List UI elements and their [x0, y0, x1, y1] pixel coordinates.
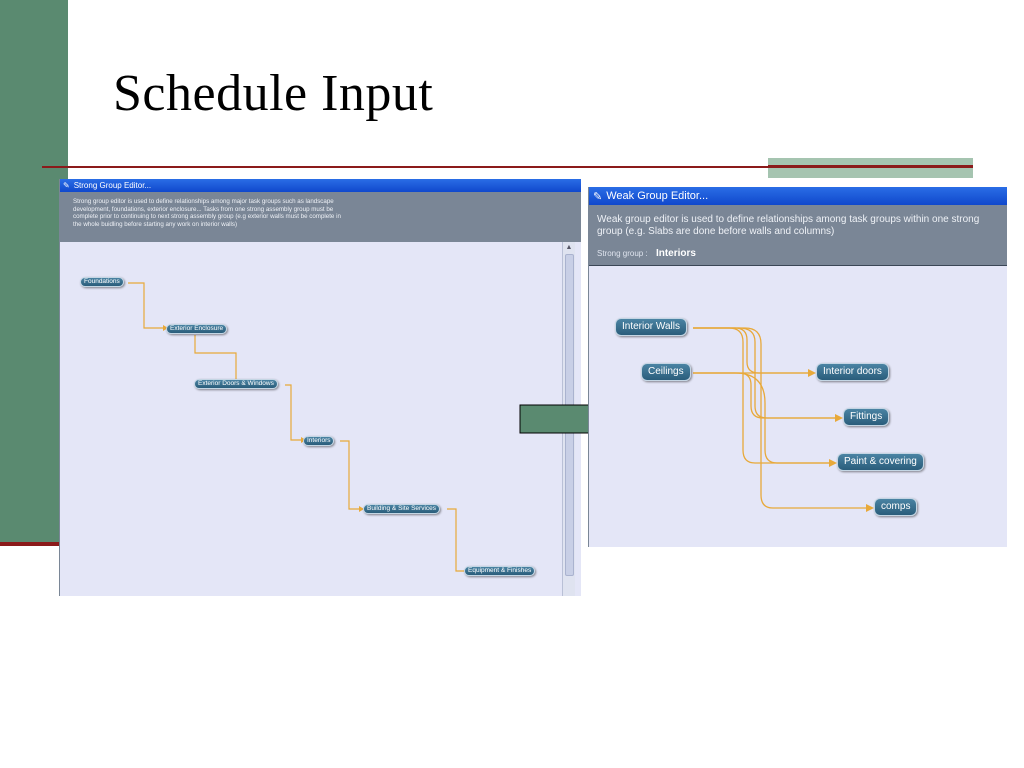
- strong-group-label: Strong group :: [597, 249, 648, 258]
- connector-line: [693, 327, 868, 509]
- connector-line: [693, 327, 810, 374]
- connector-line: [194, 335, 237, 379]
- strong-group-editor-window: ✎ Strong Group Editor... Strong group ed…: [59, 179, 581, 596]
- connector-line: [285, 384, 301, 441]
- node-interior-walls[interactable]: Interior Walls: [615, 318, 687, 336]
- node-equipment-finishes[interactable]: Equipment & Finishes: [464, 566, 536, 576]
- strong-desc-line: complete prior to continuing to next str…: [73, 213, 341, 221]
- strong-editor-title: Strong Group Editor...: [73, 181, 152, 190]
- strong-connectors: [128, 282, 470, 574]
- node-comps[interactable]: comps: [874, 498, 918, 516]
- node-interior-doors[interactable]: Interior doors: [816, 363, 889, 381]
- strong-editor-titlebar[interactable]: ✎ Strong Group Editor...: [60, 179, 581, 192]
- node-building-site-services[interactable]: Building & Site Services: [363, 504, 441, 514]
- weak-editor-titlebar[interactable]: ✎ Weak Group Editor...: [589, 187, 1007, 205]
- strong-desc-line: Strong group editor is used to define re…: [73, 198, 334, 205]
- connector-arrowhead: [866, 504, 874, 512]
- weak-editor-canvas[interactable]: Interior Walls Ceilings Interior doors F…: [589, 265, 1007, 547]
- node-paint-covering[interactable]: Paint & covering: [837, 453, 924, 471]
- weak-desc-line: Weak group editor is used to define rela…: [597, 214, 980, 225]
- connector-arrowhead: [359, 506, 364, 512]
- weak-group-editor-window: ✎ Weak Group Editor... Weak group editor…: [588, 187, 1007, 547]
- title-rule-accent: [768, 158, 973, 178]
- connector-arrowhead: [829, 459, 837, 467]
- strong-desc-line: development, foundations, exterior enclo…: [73, 205, 334, 213]
- node-foundations[interactable]: Foundations: [80, 277, 124, 287]
- weak-editor-description: Weak group editor is used to define rela…: [589, 205, 1007, 265]
- weak-connectors: [693, 327, 874, 512]
- strong-group-indicator: Strong group : Interiors: [597, 248, 696, 260]
- node-interiors[interactable]: Interiors: [303, 436, 335, 446]
- slide-band-line: [0, 542, 68, 546]
- weak-editor-title: Weak Group Editor...: [606, 190, 709, 202]
- weak-desc-line: group (e.g. Slabs are done before walls …: [597, 226, 835, 237]
- node-fittings[interactable]: Fittings: [843, 408, 890, 426]
- connector-line: [447, 508, 465, 572]
- slide-left-band: [0, 0, 68, 544]
- connector-line: [128, 282, 163, 329]
- connector-line: [340, 440, 359, 510]
- connector-arrowhead: [835, 414, 843, 422]
- slide-title: Schedule Input: [113, 65, 434, 122]
- connector-line: [693, 372, 831, 464]
- strong-editor-canvas[interactable]: Foundations Exterior Enclosure Exterior …: [60, 242, 581, 596]
- editor-pencil-icon: ✎: [63, 181, 70, 190]
- editor-pencil-icon: ✎: [593, 190, 603, 203]
- node-exterior-enclosure[interactable]: Exterior Enclosure: [166, 324, 228, 334]
- connector-arrowhead: [808, 369, 816, 377]
- strong-desc-line: the whole buidling before starting any w…: [73, 220, 238, 228]
- node-ceilings[interactable]: Ceilings: [641, 363, 691, 381]
- node-exterior-doors-windows[interactable]: Exterior Doors & Windows: [194, 379, 278, 389]
- scroll-up-icon[interactable]: ▲: [565, 244, 573, 251]
- title-rule: [42, 166, 973, 168]
- strong-editor-description: Strong group editor is used to define re…: [60, 192, 581, 242]
- connector-line: [693, 327, 831, 464]
- strong-group-value: Interiors: [655, 248, 696, 259]
- connector-arrowhead: [163, 325, 168, 331]
